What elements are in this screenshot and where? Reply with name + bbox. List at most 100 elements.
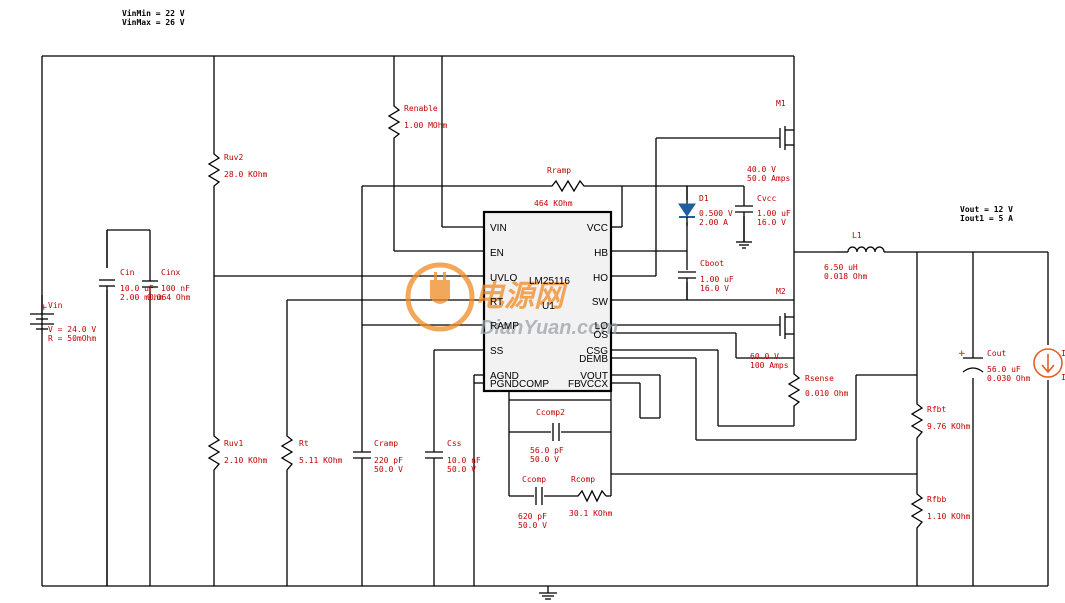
css-value2: 50.0 V bbox=[447, 465, 476, 474]
cin-name: Cin bbox=[120, 268, 135, 277]
d1-name: D1 bbox=[699, 194, 709, 203]
rramp-symbol bbox=[548, 179, 588, 193]
component-labels: Vin V = 24.0 V R = 50mOhm Cin 10.0 uF 2.… bbox=[48, 99, 1065, 530]
l1-value1: 6.50 uH bbox=[824, 263, 858, 272]
pin-sw: SW bbox=[592, 297, 609, 308]
cinx-value1: 100 nF bbox=[161, 284, 190, 293]
ruv1-value: 2.10 KOhm bbox=[224, 456, 268, 465]
pin-rt: RT bbox=[490, 297, 503, 308]
rsense-symbol bbox=[787, 370, 801, 408]
css-value1: 10.0 nF bbox=[447, 456, 481, 465]
m1-symbol bbox=[779, 124, 795, 154]
cout-symbol: + bbox=[958, 349, 984, 373]
rfbb-symbol bbox=[910, 490, 924, 534]
watermark: 电源网 DianYuan.com bbox=[405, 262, 618, 339]
cboot-value1: 1.00 uF bbox=[700, 275, 734, 284]
ic-lm25116 bbox=[482, 210, 613, 393]
ic-ref-label: U1 bbox=[542, 301, 555, 312]
rsense-name: Rsense bbox=[805, 374, 834, 383]
pin-fb: FB bbox=[568, 379, 581, 390]
vin-max-label: VinMax = 26 V bbox=[122, 17, 185, 27]
pin-pgnd: PGND bbox=[490, 379, 519, 390]
pin-ramp: RAMP bbox=[490, 321, 519, 332]
vin-source-symbol: + bbox=[30, 295, 54, 330]
css-symbol bbox=[424, 432, 444, 478]
cin-value2: 2.00 mOhm bbox=[120, 293, 164, 302]
vin-min-label: VinMin = 22 V bbox=[122, 8, 185, 18]
ic-bottom-pins: PGND COMP FB bbox=[490, 379, 581, 390]
watermark-cn: 电源网 bbox=[474, 280, 568, 313]
ccomp-value2: 50.0 V bbox=[518, 521, 547, 530]
cramp-value1: 220 pF bbox=[374, 456, 403, 465]
ccomp-symbol bbox=[535, 487, 543, 505]
pin-en: EN bbox=[490, 248, 504, 259]
pin-vout: VOUT bbox=[580, 371, 608, 382]
m2-name: M2 bbox=[776, 287, 786, 296]
iout-spec-label: Iout1 = 5 A bbox=[960, 214, 1013, 223]
rfbt-value: 9.76 KOhm bbox=[927, 422, 971, 431]
rramp-value: 464 KOhm bbox=[534, 199, 573, 208]
cboot-name: Cboot bbox=[700, 259, 724, 268]
renable-value: 1.00 MOhm bbox=[404, 121, 448, 130]
rfbb-name: Rfbb bbox=[927, 495, 946, 504]
svg-text:+: + bbox=[958, 349, 966, 359]
ic-part-label: LM25116 bbox=[529, 276, 570, 287]
wires bbox=[41, 55, 1049, 593]
ruv2-name: Ruv2 bbox=[224, 153, 243, 162]
rcomp-name: Rcomp bbox=[571, 475, 595, 484]
pin-lo: LO bbox=[595, 321, 609, 332]
ruv1-symbol bbox=[207, 432, 221, 478]
rcomp-symbol bbox=[574, 489, 607, 503]
ccomp-value1: 620 pF bbox=[518, 512, 547, 521]
ccomp2-value2: 50.0 V bbox=[530, 455, 559, 464]
cinx-symbol bbox=[142, 268, 158, 305]
vin-value2: R = 50mOhm bbox=[48, 334, 96, 343]
rcomp-value: 30.1 KOhm bbox=[569, 509, 613, 518]
pin-csg: CSG bbox=[586, 346, 608, 357]
ccomp-name: Ccomp bbox=[522, 475, 546, 484]
m1-value1: 40.0 V bbox=[747, 165, 776, 174]
renable-symbol bbox=[387, 102, 401, 142]
ic-right-pins: VCC HB HO SW LO OS CSG DEMB VOUT VCCX bbox=[579, 223, 608, 390]
rt-value: 5.11 KOhm bbox=[299, 456, 343, 465]
ccomp2-name: Ccomp2 bbox=[536, 408, 565, 417]
vin-value1: V = 24.0 V bbox=[48, 325, 96, 334]
d1-symbol bbox=[678, 186, 696, 226]
cout-value1: 56.0 uF bbox=[987, 365, 1021, 374]
ground-symbol bbox=[539, 592, 557, 600]
vout-spec-label: Vout = 12 V bbox=[960, 205, 1013, 214]
pin-comp: COMP bbox=[519, 379, 549, 390]
cboot-value2: 16.0 V bbox=[700, 284, 729, 293]
rt-name: Rt bbox=[299, 439, 309, 448]
rsense-value: 0.010 Ohm bbox=[805, 389, 849, 398]
renable-name: Renable bbox=[404, 104, 438, 113]
cout-value2: 0.030 Ohm bbox=[987, 374, 1031, 383]
cinx-value2: 0.064 Ohm bbox=[147, 293, 191, 302]
l1-name: L1 bbox=[852, 231, 862, 240]
ccomp2-symbol bbox=[552, 423, 560, 441]
pin-demb: DEMB bbox=[579, 354, 608, 365]
m1-value2: 50.0 Amps bbox=[747, 174, 791, 183]
pin-vccx: VCCX bbox=[580, 379, 608, 390]
pin-hb: HB bbox=[594, 248, 608, 259]
svg-text:+: + bbox=[40, 303, 48, 313]
cvcc-value1: 1.00 uF bbox=[757, 209, 791, 218]
d1-value1: 0.500 V bbox=[699, 209, 733, 218]
cvcc-symbol bbox=[735, 205, 753, 249]
vin-name: Vin bbox=[48, 301, 63, 310]
rfbt-symbol bbox=[910, 400, 924, 446]
pin-uvlo: UVLO bbox=[490, 273, 517, 284]
cin-symbol bbox=[99, 268, 115, 586]
l1-value2: 0.018 Ohm bbox=[824, 272, 868, 281]
cramp-name: Cramp bbox=[374, 439, 398, 448]
cvcc-name: Cvcc bbox=[757, 194, 776, 203]
cvcc-value2: 16.0 V bbox=[757, 218, 786, 227]
rt-symbol bbox=[280, 432, 294, 478]
l1-symbol bbox=[836, 246, 885, 253]
m2-symbol bbox=[779, 310, 795, 340]
cin-value1: 10.0 uF bbox=[120, 284, 154, 293]
cramp-symbol bbox=[352, 432, 372, 478]
ruv2-value: 28.0 KOhm bbox=[224, 170, 268, 179]
rfbb-value: 1.10 KOhm bbox=[927, 512, 971, 521]
pin-agnd: AGND bbox=[490, 371, 519, 382]
